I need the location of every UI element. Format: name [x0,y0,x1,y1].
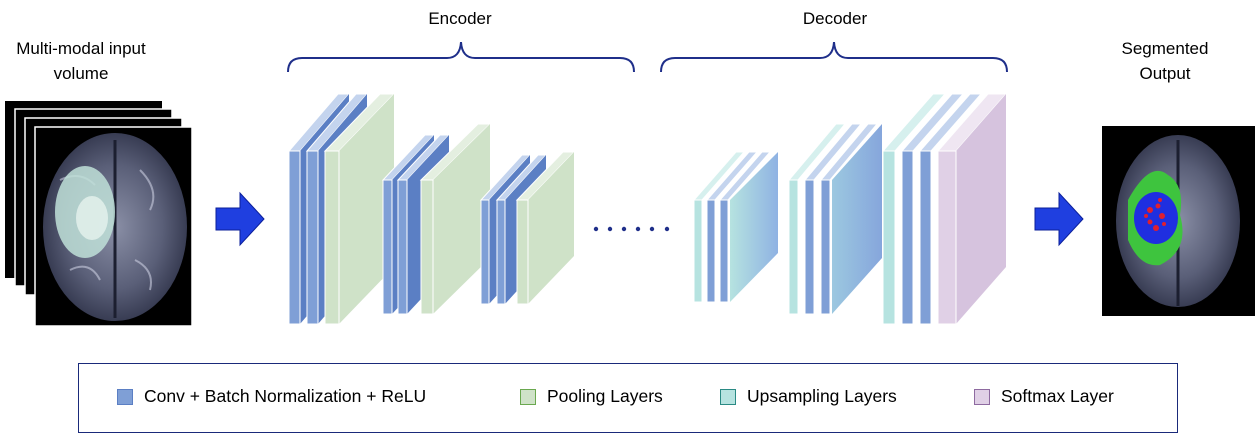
pool-layer [528,152,574,304]
legend-label-softmax: Softmax Layer [1001,386,1114,406]
decoder-block-3 [881,93,1008,325]
softmax-layer [937,150,957,325]
conv-layer [382,179,393,315]
right-arrow-icon [1034,191,1084,247]
conv-layer [306,150,319,325]
encoder-brace [287,41,635,73]
legend-swatch-conv [117,388,133,405]
encoder-label: Encoder [428,9,492,28]
conv-layer [496,199,506,305]
upsample-output [730,152,778,302]
legend-item-upsample: Upsampling Layers [720,386,897,407]
conv-layer [288,150,301,325]
decoder-block-1 [692,151,778,303]
upsample-layer [788,179,799,315]
legend-swatch-upsample [720,388,736,405]
legend-swatch-softmax [974,388,990,405]
legend-label-upsample: Upsampling Layers [747,386,897,406]
pool-layer [433,124,490,314]
legend-label-pool: Pooling Layers [547,386,663,406]
upsample-layer [693,199,703,303]
input-volume-stack [5,101,193,327]
segmented-output-image [1102,126,1255,316]
right-arrow-icon [215,191,265,247]
conv-layer [820,179,831,315]
ellipsis-dots [593,226,670,232]
legend-swatch-pool [520,388,536,405]
brain-mri-input [43,133,187,321]
legend-box: Conv + Batch Normalization + ReLU Poolin… [78,363,1178,433]
conv-layer [901,150,914,325]
pool-layer [339,94,394,324]
pool-layer [420,179,434,315]
legend-item-pool: Pooling Layers [520,386,663,407]
conv-layer [919,150,932,325]
conv-layer [719,199,729,303]
decoder-brace [660,41,1008,73]
decoder-label: Decoder [802,9,868,28]
architecture-diagram [5,41,1255,327]
softmax-layer [956,94,1006,324]
encoder-block-2 [381,123,492,315]
pool-layer [324,150,340,325]
upsample-layer [882,150,896,325]
input-label: Multi-modal input volume [16,39,146,83]
conv-layer [706,199,716,303]
encoder-block-3 [479,151,576,305]
conv-layer [397,179,408,315]
conv-layer [804,179,815,315]
upsample-output [832,124,882,314]
encoder-block-1 [287,93,396,325]
legend-item-softmax: Softmax Layer [974,386,1114,407]
pool-layer [516,199,529,305]
output-label: Segmented Output [1121,39,1209,83]
legend-item-conv: Conv + Batch Normalization + ReLU [117,386,426,407]
legend-label-conv: Conv + Batch Normalization + ReLU [144,386,427,406]
decoder-block-2 [787,123,882,315]
conv-layer [480,199,490,305]
